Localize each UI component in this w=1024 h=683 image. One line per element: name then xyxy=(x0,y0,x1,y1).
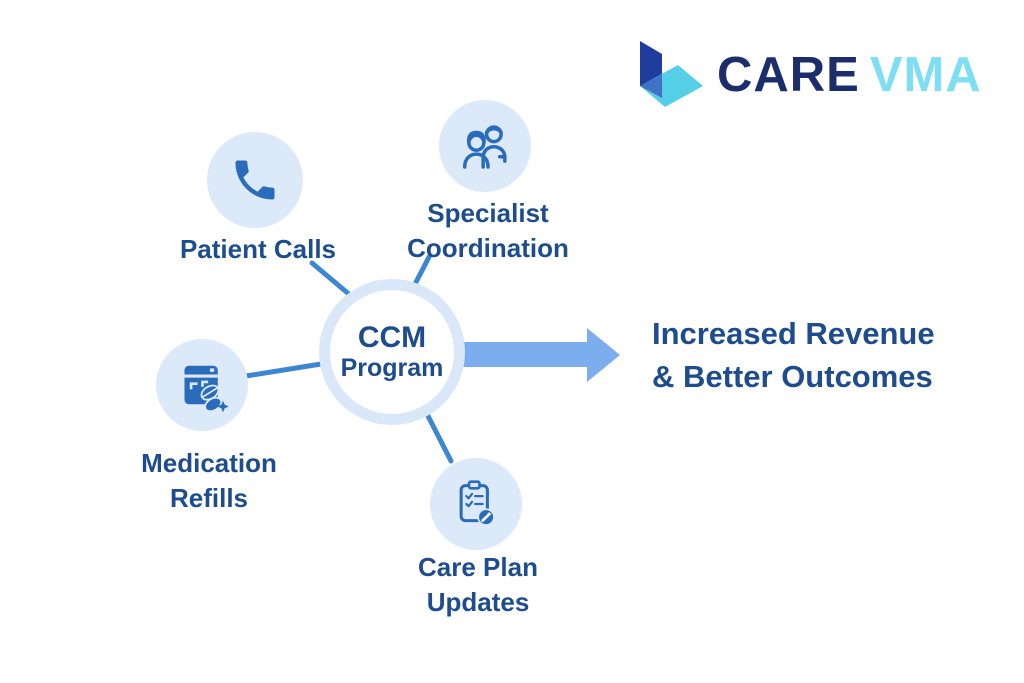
label-line: Care Plan xyxy=(418,552,538,582)
label-line: Updates xyxy=(426,587,530,617)
label-care-plan-updates: Care Plan Updates xyxy=(418,550,538,620)
logo-text-vma: VMA xyxy=(869,48,982,102)
outcome-line2: & Better Outcomes xyxy=(652,359,933,394)
label-line: Specialist xyxy=(427,198,549,228)
label-specialist-coordination: Specialist Coordination xyxy=(407,196,569,266)
connector-patient-calls xyxy=(309,260,353,298)
connector-care-plan-updates xyxy=(424,411,454,464)
hub-title-line2: Program xyxy=(340,353,444,382)
outcome-headline: Increased Revenue & Better Outcomes xyxy=(652,312,935,398)
right-arrow-icon xyxy=(463,328,620,382)
care-vma-logo-mark-icon xyxy=(640,41,703,107)
node-medication-refills xyxy=(156,339,248,431)
hub-title-line1: CCM xyxy=(357,320,427,354)
label-line: Patient Calls xyxy=(179,234,337,264)
label-line: Coordination xyxy=(407,233,569,263)
clipboard-checklist-icon xyxy=(459,480,495,526)
connector-medication-refills xyxy=(243,361,324,379)
node-patient-calls xyxy=(207,132,303,228)
outcome-line1: Increased Revenue xyxy=(652,316,935,351)
label-line: Medication xyxy=(141,448,277,478)
hub-ccm-program: CCM Program xyxy=(319,279,465,425)
logo-text-care: CARE xyxy=(717,48,860,102)
label-line: Refills xyxy=(169,483,249,513)
doctor-patient-icon xyxy=(462,125,507,169)
node-care-plan-updates xyxy=(430,458,522,550)
label-patient-calls: Patient Calls xyxy=(180,232,336,267)
label-medication-refills: Medication Refills xyxy=(141,446,277,516)
phone-icon xyxy=(235,160,275,200)
node-specialist-coordination xyxy=(439,100,531,192)
medication-bottle-pills-icon xyxy=(184,365,229,413)
